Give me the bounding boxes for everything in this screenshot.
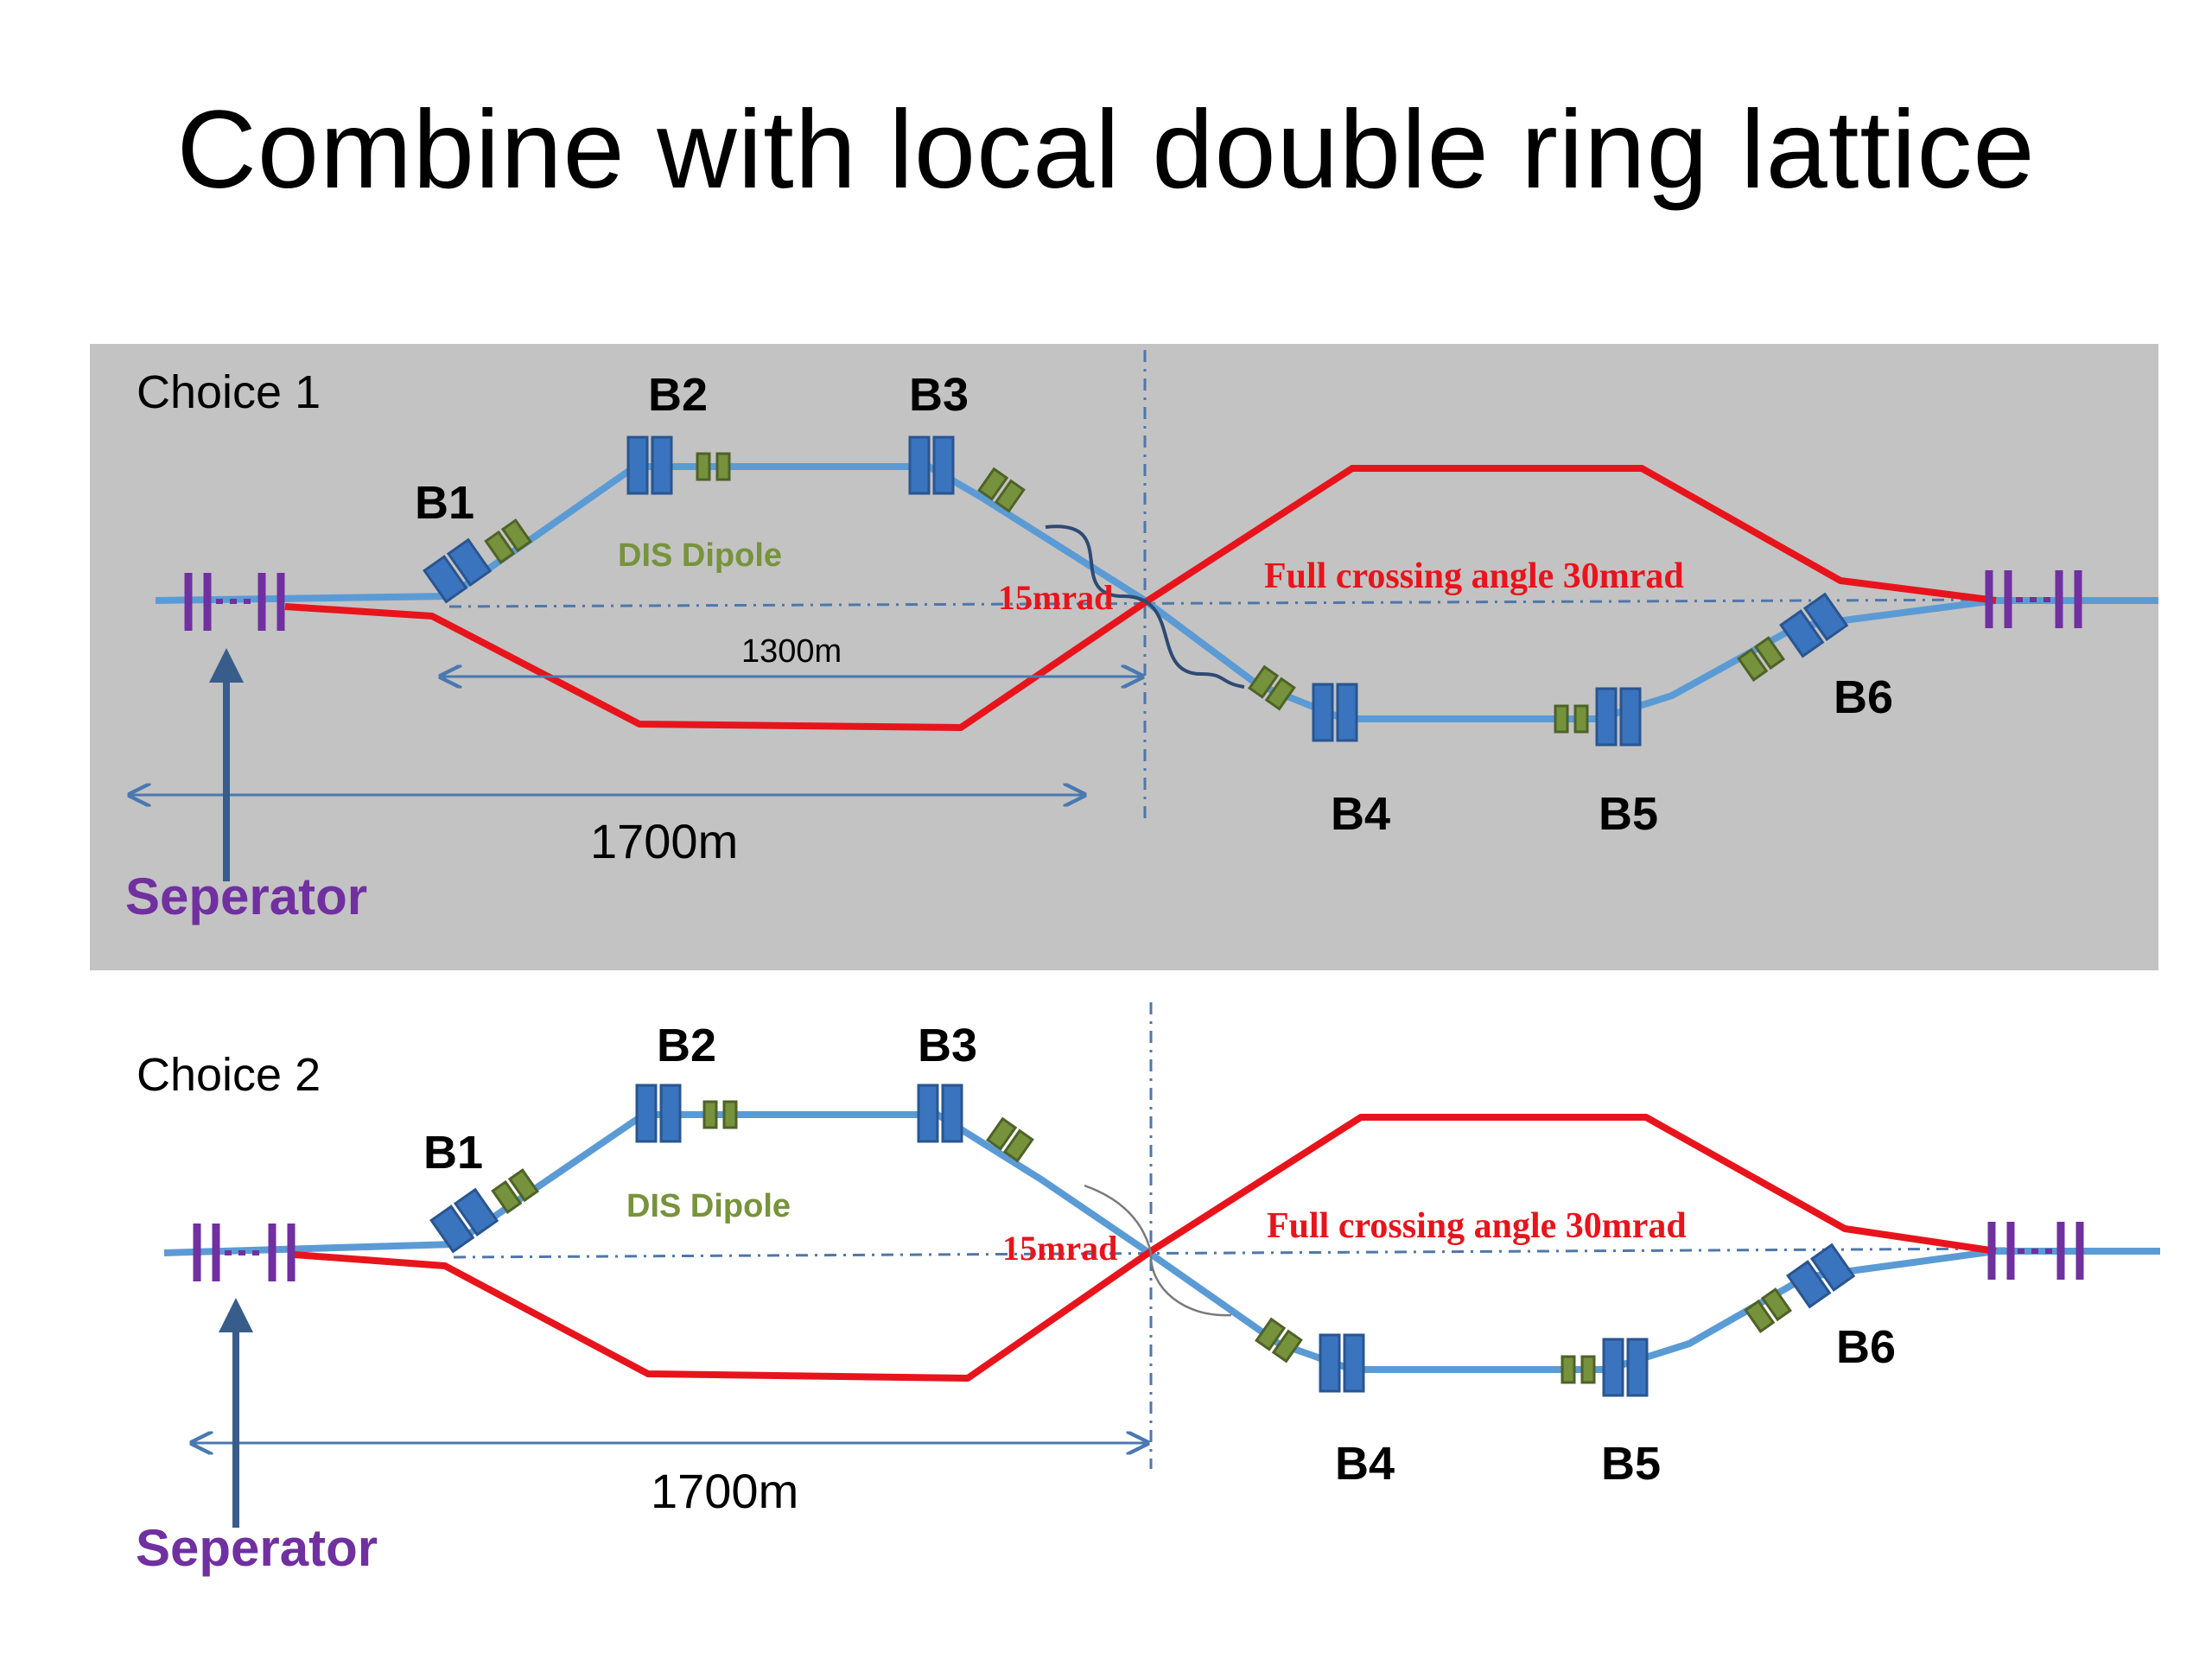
- b5-bend-magnet: [1595, 687, 1642, 747]
- b6-label: B6: [1834, 671, 1893, 723]
- dim-1700-label: 1700m: [651, 1464, 798, 1518]
- choice1-background: [90, 344, 2158, 970]
- b5-bend-magnet: [1602, 1338, 1649, 1397]
- beam-axis-line: [453, 1247, 2014, 1259]
- b4-label: B4: [1335, 1438, 1395, 1490]
- left-separator: [193, 1224, 296, 1281]
- b5-dis-dipole: [1554, 704, 1589, 734]
- dis-dipole-label: DIS Dipole: [626, 1188, 791, 1224]
- b6-bend-magnet: [1779, 592, 1849, 658]
- b5-label: B5: [1599, 788, 1658, 840]
- b2-bend-magnet: [626, 435, 673, 495]
- b5-label: B5: [1601, 1438, 1661, 1490]
- separator-label: Seperator: [125, 868, 367, 925]
- b1-dis-dipole: [484, 518, 533, 564]
- right-separator: [1985, 570, 2082, 628]
- b3-bend-magnet: [917, 1084, 963, 1143]
- b6-dis-dipole: [1737, 636, 1786, 682]
- choice2-label: Choice 2: [137, 1049, 321, 1101]
- b3-label: B3: [909, 369, 969, 421]
- dim-1300-label: 1300m: [741, 633, 842, 670]
- angle-label: 15mrad: [1002, 1229, 1117, 1268]
- dis-dipole-label: DIS Dipole: [618, 537, 782, 574]
- left-separator: [184, 573, 285, 631]
- b3-dis-dipole: [986, 1116, 1034, 1163]
- b4-bend-magnet: [1319, 1333, 1365, 1393]
- b1-label: B1: [415, 477, 474, 529]
- b4-dis-dipole: [1248, 664, 1296, 711]
- b2-label: B2: [657, 1020, 716, 1071]
- b1-dis-dipole: [491, 1168, 540, 1214]
- b4-label: B4: [1331, 788, 1390, 840]
- b5-dis-dipole: [1560, 1355, 1596, 1384]
- b3-bend-magnet: [908, 435, 955, 495]
- b2-bend-magnet: [635, 1084, 682, 1143]
- choice1-panel: Choice 1: [90, 344, 2158, 970]
- b1-label: B1: [423, 1127, 483, 1179]
- dim-1700-label: 1700m: [590, 814, 738, 868]
- b4-bend-magnet: [1312, 683, 1358, 742]
- b4-dis-dipole: [1255, 1317, 1303, 1363]
- b2-dis-dipole: [696, 452, 731, 481]
- red-ring: [284, 465, 1997, 731]
- b2-dis-dipole: [702, 1100, 738, 1129]
- crossing-wiggle: [1045, 524, 1245, 689]
- b1-bend-magnet: [429, 1187, 499, 1254]
- right-separator: [1987, 1222, 2084, 1280]
- b6-bend-magnet: [1786, 1243, 1856, 1309]
- crossing-angle-label: Full crossing angle 30mrad: [1267, 1206, 1687, 1246]
- angle-arc: [1084, 1184, 1232, 1317]
- b6-label: B6: [1836, 1321, 1896, 1373]
- crossing-angle-label: Full crossing angle 30mrad: [1264, 556, 1684, 596]
- choice2-panel: Choice 2: [136, 1002, 2160, 1577]
- separator-label: Seperator: [136, 1519, 378, 1577]
- b1-bend-magnet: [423, 537, 493, 604]
- beam-axis-line: [448, 598, 2005, 608]
- angle-label: 15mrad: [998, 578, 1113, 617]
- b6-dis-dipole: [1744, 1287, 1793, 1333]
- slide-title: Combine with local double ring lattice: [176, 88, 2036, 212]
- b3-dis-dipole: [977, 467, 1026, 513]
- red-ring: [293, 1114, 1997, 1382]
- choice1-label: Choice 1: [137, 366, 321, 418]
- b2-label: B2: [648, 369, 708, 421]
- b3-label: B3: [918, 1020, 977, 1071]
